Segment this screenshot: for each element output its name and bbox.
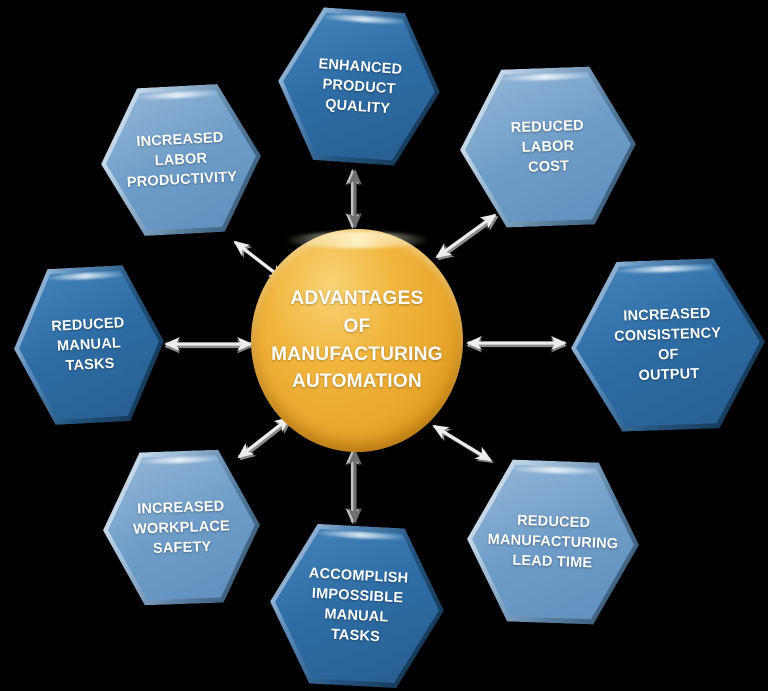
hex-label: REDUCED MANUAL TASKS	[51, 315, 125, 375]
arrow-bottom	[345, 449, 362, 524]
hex-reduced-manual-tasks: REDUCED MANUAL TASKS	[10, 263, 168, 427]
hex-label: INCREASED WORKPLACE SAFETY	[132, 497, 231, 557]
arrow-top	[345, 169, 362, 229]
hex-label: REDUCED LABOR COST	[510, 117, 585, 176]
hex-increased-workplace-safety: INCREASED WORKPLACE SAFETY	[100, 448, 262, 606]
hex-increased-consistency-of-output: INCREASED CONSISTENCY OF OUTPUT	[568, 257, 768, 434]
hex-label: INCREASED CONSISTENCY OF OUTPUT	[613, 305, 722, 385]
arrow-left	[164, 337, 253, 354]
hex-label: INCREASED LABOR PRODUCTIVITY	[126, 129, 238, 191]
hex-reduced-manufacturing-lead-time: REDUCED MANUFACTURING LEAD TIME	[464, 458, 642, 626]
center-title: ADVANTAGES OF MANUFACTURING AUTOMATION	[271, 288, 443, 393]
hex-label: ENHANCED PRODUCT QUALITY	[318, 55, 403, 117]
hex-label: ACCOMPLISH IMPOSSIBLE MANUAL TASKS	[308, 565, 409, 646]
center-circle: ADVANTAGES OF MANUFACTURING AUTOMATION	[251, 229, 463, 452]
arrow-bottom-left	[237, 416, 293, 461]
hex-increased-labor-productivity: INCREASED LABOR PRODUCTIVITY	[97, 82, 265, 238]
arrow-bottom-right	[432, 424, 494, 464]
hex-accomplish-impossible-manual-tasks: ACCOMPLISH IMPOSSIBLE MANUAL TASKS	[266, 522, 448, 691]
arrow-top-right	[435, 213, 499, 261]
hex-label: REDUCED MANUFACTURING LEAD TIME	[487, 512, 619, 572]
hex-reduced-labor-cost: REDUCED LABOR COST	[457, 65, 638, 229]
hex-enhanced-product-quality: ENHANCED PRODUCT QUALITY	[273, 5, 445, 169]
arrow-right	[466, 336, 567, 353]
